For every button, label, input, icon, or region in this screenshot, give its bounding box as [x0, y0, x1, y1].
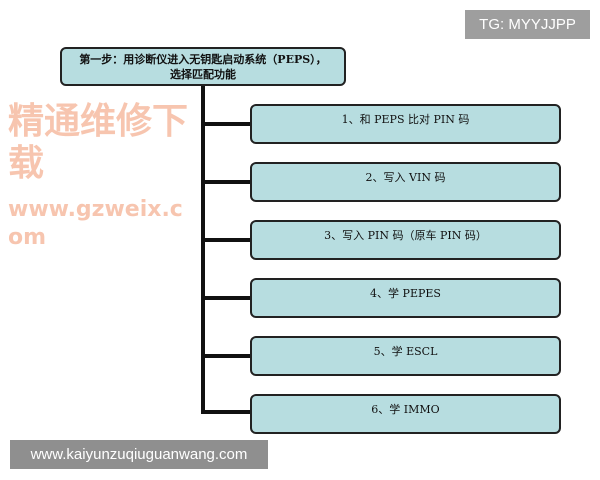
step-box-3: 3、写入 PIN 码（原车 PIN 码）: [250, 220, 561, 260]
step-box-6: 6、学 IMMO: [250, 394, 561, 434]
step-box-4: 4、学 PEPES: [250, 278, 561, 318]
trunk-connector: [201, 86, 205, 412]
root-step-line1: 第一步：用诊断仪进入无钥匙启动系统（PEPS），: [79, 53, 327, 66]
watermark-title: 精通维修下载: [8, 100, 189, 184]
branch-connector: [201, 238, 251, 242]
step-box-5: 5、学 ESCL: [250, 336, 561, 376]
branch-connector: [201, 354, 251, 358]
branch-connector: [201, 296, 251, 300]
root-step-line2: 选择匹配功能: [170, 68, 236, 81]
branch-connector: [201, 180, 251, 184]
branch-connector: [201, 122, 251, 126]
branch-connector: [201, 410, 251, 414]
footer-url-banner: www.kaiyunzuqiuguanwang.com: [10, 440, 268, 469]
watermark-url: www.gzweix.com: [8, 197, 183, 250]
root-step-box: 第一步：用诊断仪进入无钥匙启动系统（PEPS）， 选择匹配功能: [60, 47, 346, 86]
step-box-2: 2、写入 VIN 码: [250, 162, 561, 202]
tag-label: TG: MYYJJPP: [465, 10, 590, 39]
step-box-1: 1、和 PEPS 比对 PIN 码: [250, 104, 561, 144]
